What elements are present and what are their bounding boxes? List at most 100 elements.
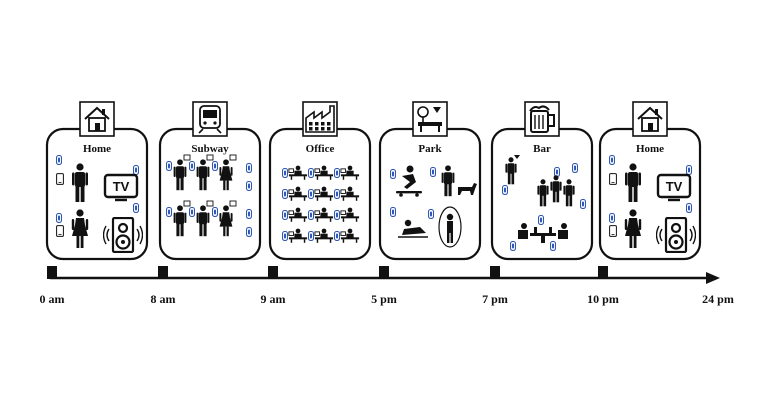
factory-icon [302, 101, 338, 137]
scene-card-park: Park [378, 101, 482, 261]
device-icon [282, 168, 288, 178]
device-icon [430, 167, 436, 177]
device-icon [308, 189, 314, 199]
laptop-icon [206, 200, 214, 207]
device-icon [428, 209, 434, 219]
scene-label: Bar [533, 143, 551, 155]
laptop-icon [183, 154, 191, 161]
tv-icon: TV [103, 173, 139, 202]
device-icon [166, 161, 172, 171]
phone-icon [56, 225, 64, 237]
device-icon [334, 231, 340, 241]
device-icon [56, 213, 62, 223]
device-icon [246, 227, 252, 237]
scene-card-office: Office [268, 101, 372, 261]
timeline: 0 am 8 am 9 am 5 pm 7 pm 10 pm 24 pm [40, 266, 734, 306]
tv-label: TV [113, 179, 130, 194]
device-icon [189, 207, 195, 217]
scene-label: Subway [191, 143, 229, 155]
device-icon [308, 168, 314, 178]
timeline-tick [379, 266, 389, 279]
device-icon [538, 215, 544, 225]
time-label: 10 pm [587, 292, 619, 306]
reader-icon [398, 219, 428, 238]
skateboarder-icon [396, 165, 422, 197]
device-icon [334, 189, 340, 199]
device-icon [334, 168, 340, 178]
scene-content [502, 155, 586, 251]
device-icon [334, 210, 340, 220]
house-icon [632, 101, 668, 137]
device-icon [133, 203, 139, 213]
device-icon [166, 207, 172, 217]
device-icon [212, 207, 218, 217]
device-icon [282, 231, 288, 241]
device-icon [189, 161, 195, 171]
device-icon [510, 241, 516, 251]
device-icon [580, 199, 586, 209]
device-icon [686, 203, 692, 213]
device-icon [390, 207, 396, 217]
tv-label: TV [666, 179, 683, 194]
device-icon [246, 181, 252, 191]
tv-icon: TV [656, 173, 692, 202]
device-icon [133, 165, 139, 175]
scene-label: Office [306, 143, 335, 155]
phone-icon [609, 225, 617, 237]
device-icon [246, 163, 252, 173]
device-icon [502, 185, 508, 195]
park-icon [412, 101, 448, 137]
device-icon [246, 209, 252, 219]
scene-content: TV [56, 155, 143, 253]
scene-content [390, 165, 477, 248]
device-icon [609, 213, 615, 223]
time-label: 5 pm [371, 292, 397, 306]
laptop-icon [183, 200, 191, 207]
timeline-tick [490, 266, 500, 279]
scene-card-bar: Bar [490, 101, 594, 261]
laptop-icon [229, 154, 237, 161]
time-label: 0 am [40, 292, 65, 306]
device-icon [686, 165, 692, 175]
jump-rope-icon [438, 206, 462, 248]
scene-label: Park [418, 143, 442, 155]
device-icon [554, 167, 560, 177]
scene-label: Home [83, 143, 111, 155]
phone-icon [56, 173, 64, 185]
scene-card-subway: Subway [158, 101, 262, 261]
laptop-icon [229, 200, 237, 207]
timeline-tick [268, 266, 278, 279]
timeline-tick [47, 266, 57, 279]
phone-icon [609, 173, 617, 185]
laptop-icon [206, 154, 214, 161]
scene-content: TV [609, 155, 696, 253]
device-icon [212, 161, 218, 171]
house-icon [79, 101, 115, 137]
scene-content [166, 154, 252, 237]
device-icon [308, 210, 314, 220]
scene-label: Home [636, 143, 664, 155]
beer-icon [524, 101, 560, 137]
device-icon [282, 189, 288, 199]
time-label: 8 am [151, 292, 176, 306]
device-icon [308, 231, 314, 241]
dog-icon [458, 183, 477, 195]
device-icon [282, 210, 288, 220]
timeline-tick [158, 266, 168, 279]
time-label: 24 pm [702, 292, 734, 306]
timeline-tick [598, 266, 608, 279]
time-label: 7 pm [482, 292, 508, 306]
glass-icon [514, 155, 520, 159]
time-label: 9 am [261, 292, 286, 306]
device-icon [550, 241, 556, 251]
train-icon [192, 101, 228, 137]
device-icon [390, 169, 396, 179]
timeline-arrowhead [706, 272, 720, 284]
device-icon [572, 163, 578, 173]
device-icon [609, 155, 615, 165]
